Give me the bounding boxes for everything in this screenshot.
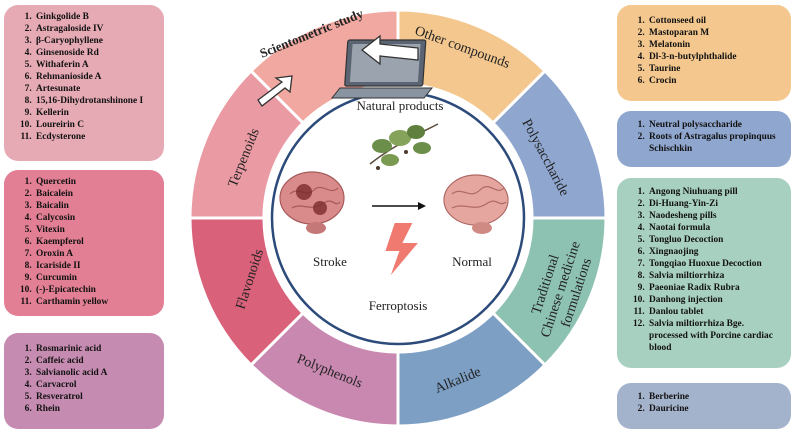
list-item: Icariside II [34, 260, 156, 272]
lightning-icon [382, 221, 423, 281]
list-item: Rosmarinic acid [34, 343, 156, 355]
list-item: Artesunate [34, 83, 156, 95]
segment-terpenoids [188, 68, 306, 220]
list-item: Naotai formula [647, 222, 783, 234]
list-item: Ginsenoside Rd [34, 47, 156, 59]
list-item: Calycosin [34, 212, 156, 224]
center-bottom-label: Ferroptosis [369, 298, 428, 313]
wheel-segments [188, 8, 608, 428]
arrow-left-icon [360, 34, 419, 66]
list-item: Ecdysterone [34, 131, 156, 143]
list-item: Danlou tablet [647, 306, 783, 318]
alkalide-list: BerberineDauricine [627, 391, 783, 415]
polysaccharide-list: Neutral polysaccharideRoots of Astragalu… [627, 119, 783, 155]
polyphenols-list-box: Rosmarinic acidCaffeic acidSalvianolic a… [4, 333, 164, 429]
list-item: Berberine [647, 391, 783, 403]
list-item: Rhein [34, 403, 156, 415]
list-item: Resveratrol [34, 391, 156, 403]
list-item: Angong Niuhuang pill [647, 186, 783, 198]
list-item: Danhong injection [647, 294, 783, 306]
center-right-label: Normal [452, 254, 492, 269]
list-item: Quercetin [34, 176, 156, 188]
list-item: Roots of Astragalus propinquus Schischki… [647, 131, 783, 155]
arrow-up-icon [257, 75, 293, 107]
list-item: Xingnaojing [647, 246, 783, 258]
terpenoids-list-box: Ginkgolide BAstragaloside IVβ-Caryophyll… [4, 5, 164, 161]
list-item: Tongqiao Huoxue Decoction [647, 258, 783, 270]
list-item: Baicalin [34, 200, 156, 212]
list-item: 15,16-Dihydrotanshinone I [34, 95, 156, 107]
list-item: Withaferin A [34, 59, 156, 71]
list-item: Melatonin [647, 39, 783, 51]
flavonoids-list: QuercetinBaicaleinBaicalinCalycosinVitex… [14, 176, 156, 308]
other-compounds-list: Cottonseed oilMastoparan MMelatoninDl-3-… [627, 15, 783, 87]
list-item: Ginkgolide B [34, 11, 156, 23]
flavonoids-list-box: QuercetinBaicaleinBaicalinCalycosinVitex… [4, 170, 164, 316]
list-item: Dauricine [647, 403, 783, 415]
other-compounds-list-box: Cottonseed oilMastoparan MMelatoninDl-3-… [617, 5, 791, 101]
list-item: Astragaloside IV [34, 23, 156, 35]
list-item: Caffeic acid [34, 355, 156, 367]
list-item: Carvacrol [34, 379, 156, 391]
plant-icon [369, 123, 439, 170]
alkalide-list-box: BerberineDauricine [617, 383, 791, 429]
list-item: Baicalein [34, 188, 156, 200]
list-item: Mastoparan M [647, 27, 783, 39]
list-item: Di-Huang-Yin-Zi [647, 198, 783, 210]
terpenoids-list: Ginkgolide BAstragaloside IVβ-Caryophyll… [14, 11, 156, 143]
list-item: Salvia miltiorrhiza [647, 270, 783, 282]
polysaccharide-list-box: Neutral polysaccharideRoots of Astragalu… [617, 111, 791, 167]
list-item: Tongluo Decoction [647, 234, 783, 246]
list-item: Salvia miltiorrhiza Bge. processed with … [647, 318, 783, 354]
list-item: Kaempferol [34, 236, 156, 248]
center-left-label: Stroke [313, 254, 347, 269]
list-item: Rehmanioside A [34, 71, 156, 83]
list-item: (-)-Epicatechin [34, 284, 156, 296]
healthy-brain-icon [443, 174, 509, 234]
list-item: Carthamin yellow [34, 296, 156, 308]
list-item: Neutral polysaccharide [647, 119, 783, 131]
arrow-right-icon [372, 202, 426, 210]
list-item: Cottonseed oil [647, 15, 783, 27]
list-item: Loureirin C [34, 119, 156, 131]
list-item: Crocin [647, 75, 783, 87]
list-item: Salvianolic acid A [34, 367, 156, 379]
tcm-list: Angong Niuhuang pillDi-Huang-Yin-ZiNaode… [627, 186, 783, 354]
list-item: Dl-3-n-butylphthalide [647, 51, 783, 63]
list-item: Oroxin A [34, 248, 156, 260]
list-item: Paeoniae Radix Rubra [647, 282, 783, 294]
list-item: Curcumin [34, 272, 156, 284]
list-item: Kellerin [34, 107, 156, 119]
polyphenols-list: Rosmarinic acidCaffeic acidSalvianolic a… [14, 343, 156, 415]
tcm-list-box: Angong Niuhuang pillDi-Huang-Yin-ZiNaode… [617, 178, 791, 368]
list-item: Vitexin [34, 224, 156, 236]
center-top-label: Natural products [356, 98, 443, 113]
diseased-brain-icon [279, 171, 345, 234]
list-item: β-Caryophyllene [34, 35, 156, 47]
list-item: Taurine [647, 63, 783, 75]
list-item: Naodesheng pills [647, 210, 783, 222]
